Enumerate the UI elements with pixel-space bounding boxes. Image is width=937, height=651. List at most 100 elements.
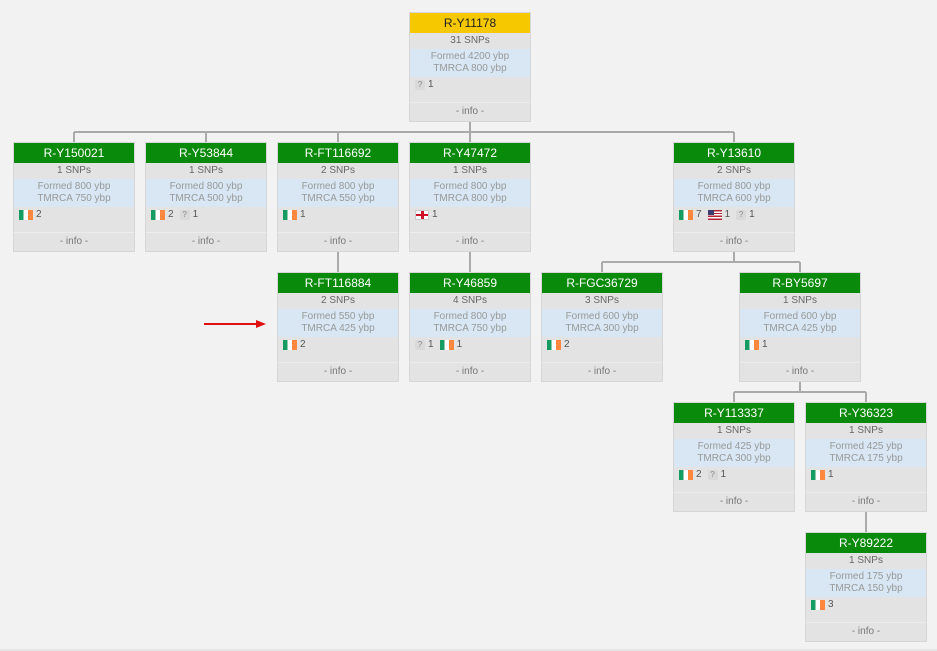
ireland-flag-icon (151, 209, 165, 220)
tmrca-age: TMRCA 800 ybp (433, 63, 507, 74)
info-link[interactable]: - info - (278, 232, 398, 251)
snp-count: 1 SNPs (189, 165, 223, 176)
tmrca-age: TMRCA 750 ybp (37, 193, 111, 204)
snp-count: 1 SNPs (849, 555, 883, 566)
unknown-flag-icon: ? (179, 209, 190, 220)
country-counts: 1 (740, 337, 860, 365)
haplogroup-name[interactable]: R-Y150021 (14, 143, 134, 163)
country-count[interactable]: 7 (679, 209, 702, 220)
country-count[interactable]: ?1 (415, 79, 434, 90)
unknown-flag-icon: ? (707, 469, 718, 480)
formed-age: Formed 800 ybp (697, 181, 771, 192)
country-count[interactable]: 1 (745, 339, 768, 350)
info-link[interactable]: - info - (146, 232, 266, 251)
haplogroup-name[interactable]: R-Y46859 (410, 273, 530, 293)
country-count[interactable]: 1 (707, 209, 730, 220)
country-count[interactable]: 1 (415, 209, 438, 220)
tmrca-age: TMRCA 800 ybp (433, 193, 507, 204)
country-count[interactable]: 2 (679, 469, 702, 480)
info-link[interactable]: - info - (542, 362, 662, 381)
sample-count: 2 (36, 209, 42, 220)
haplogroup-name[interactable]: R-Y53844 (146, 143, 266, 163)
snp-count: 1 SNPs (453, 165, 487, 176)
country-counts: 2?1 (146, 207, 266, 235)
info-link[interactable]: - info - (674, 232, 794, 251)
formed-age: Formed 600 ybp (565, 311, 639, 322)
tmrca-age: TMRCA 150 ybp (829, 583, 903, 594)
country-count[interactable]: ?1 (707, 469, 727, 480)
info-link[interactable]: - info - (410, 362, 530, 381)
haplogroup-name[interactable]: R-Y13610 (674, 143, 794, 163)
sample-count: 1 (456, 339, 463, 350)
country-count[interactable]: 1 (439, 339, 463, 350)
country-count[interactable]: ?1 (736, 209, 755, 220)
sample-count: 1 (300, 209, 306, 220)
country-count[interactable]: 1 (283, 209, 306, 220)
snp-count: 1 SNPs (717, 425, 751, 436)
sample-count: 1 (428, 339, 434, 350)
country-count[interactable]: 1 (811, 469, 834, 480)
info-link[interactable]: - info - (674, 492, 794, 511)
haplogroup-name[interactable]: R-Y113337 (674, 403, 794, 423)
haplogroup-name[interactable]: R-Y11178 (410, 13, 530, 33)
unknown-flag-icon: ? (415, 79, 425, 90)
sample-count: 1 (720, 469, 727, 480)
info-link[interactable]: - info - (806, 622, 926, 641)
sample-count: 1 (192, 209, 199, 220)
haplogroup-name[interactable]: R-FT116692 (278, 143, 398, 163)
country-counts: 3 (806, 597, 926, 625)
formed-age: Formed 800 ybp (433, 311, 507, 322)
tmrca-age: TMRCA 425 ybp (763, 323, 837, 334)
info-link[interactable]: - info - (410, 102, 530, 121)
sample-count: 1 (749, 209, 755, 220)
country-count[interactable]: 2 (283, 339, 306, 350)
sample-count: 2 (168, 209, 174, 220)
info-link[interactable]: - info - (410, 232, 530, 251)
formed-age: Formed 175 ybp (829, 571, 903, 582)
haplogroup-name[interactable]: R-FGC36729 (542, 273, 662, 293)
sample-count: 1 (828, 469, 834, 480)
country-count[interactable]: 2 (547, 339, 570, 350)
info-link[interactable]: - info - (806, 492, 926, 511)
country-count[interactable]: 3 (811, 599, 834, 610)
haplogroup-name[interactable]: R-BY5697 (740, 273, 860, 293)
formed-age: Formed 800 ybp (37, 181, 111, 192)
info-link[interactable]: - info - (278, 362, 398, 381)
country-count[interactable]: 2 (19, 209, 42, 220)
info-link[interactable]: - info - (740, 362, 860, 381)
haplogroup-name[interactable]: R-Y47472 (410, 143, 530, 163)
tmrca-age: TMRCA 550 ybp (301, 193, 375, 204)
haplogroup-name[interactable]: R-Y89222 (806, 533, 926, 553)
country-count[interactable]: ?1 (415, 339, 434, 350)
country-count[interactable]: ?1 (179, 209, 199, 220)
sample-count: 2 (696, 469, 702, 480)
snp-count: 1 SNPs (783, 295, 817, 306)
haplogroup-name[interactable]: R-FT116884 (278, 273, 398, 293)
ireland-flag-icon (679, 469, 693, 480)
snp-count: 3 SNPs (585, 295, 619, 306)
haplogroup-name[interactable]: R-Y36323 (806, 403, 926, 423)
arrow-head (256, 320, 266, 328)
info-link[interactable]: - info - (14, 232, 134, 251)
formed-age: Formed 550 ybp (301, 311, 375, 322)
country-count[interactable]: 2 (151, 209, 174, 220)
